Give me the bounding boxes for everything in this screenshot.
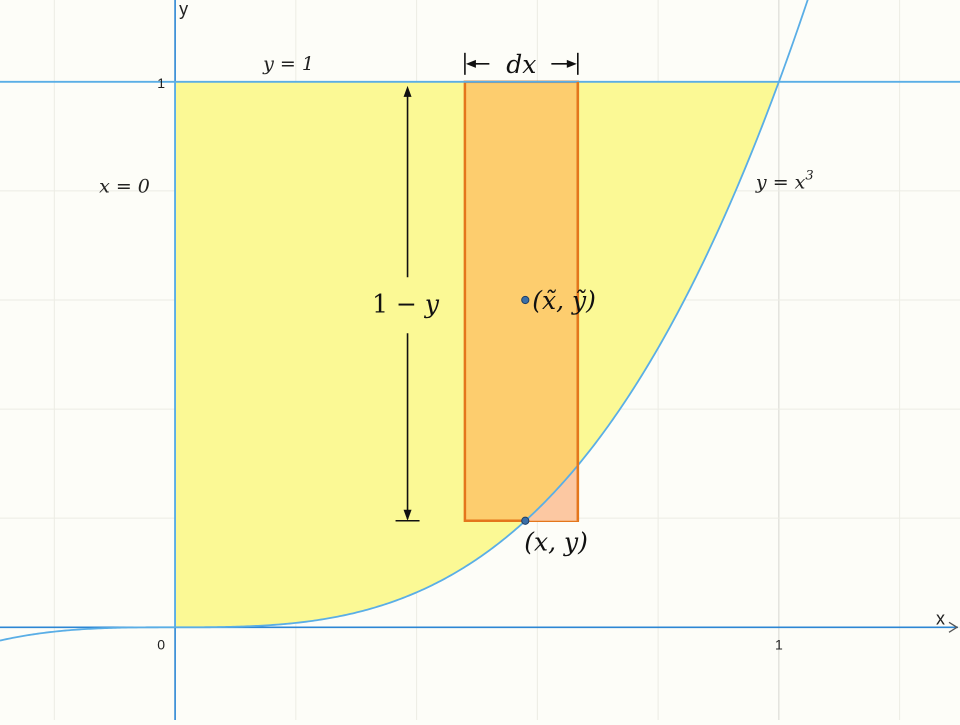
x-tick-label: 1 bbox=[775, 636, 783, 652]
curve-label-base: y = x bbox=[755, 171, 806, 193]
x-axis-arrow bbox=[948, 621, 959, 633]
strip-height-marker bbox=[395, 85, 420, 522]
x-axis-label: x bbox=[936, 608, 945, 628]
width-arrow-right bbox=[566, 59, 577, 68]
strip-width-marker bbox=[464, 52, 579, 75]
y-tick-label: 1 bbox=[157, 75, 165, 91]
width-arrow-left bbox=[465, 59, 476, 68]
label-x-equals-0: x = 0 bbox=[99, 175, 150, 197]
height-label: 1 − y bbox=[372, 289, 440, 318]
label-point-x-y: (x, y) bbox=[524, 528, 588, 557]
curve-label-exponent: 3 bbox=[805, 168, 813, 183]
y-axis-label: y bbox=[179, 0, 188, 19]
label-y-equals-x-cubed: y = x3 bbox=[755, 168, 814, 193]
height-arrow-up bbox=[403, 85, 412, 97]
height-label-variable: y bbox=[424, 289, 440, 318]
vertical-strip bbox=[463, 80, 580, 522]
width-label-dx: dx bbox=[506, 50, 536, 79]
label-y-equals-1: y = 1 bbox=[262, 53, 314, 75]
point-x-y bbox=[521, 516, 530, 525]
origin-label: 0 bbox=[157, 636, 165, 652]
height-label-number: 1 − bbox=[372, 289, 425, 318]
label-point-centroid: (x̃, ỹ) bbox=[532, 286, 596, 315]
height-arrow-down bbox=[403, 509, 412, 521]
strip-excess-region bbox=[525, 465, 578, 521]
curve-y-equals-x-cubed bbox=[0, 0, 809, 642]
point-centroid bbox=[521, 295, 530, 305]
